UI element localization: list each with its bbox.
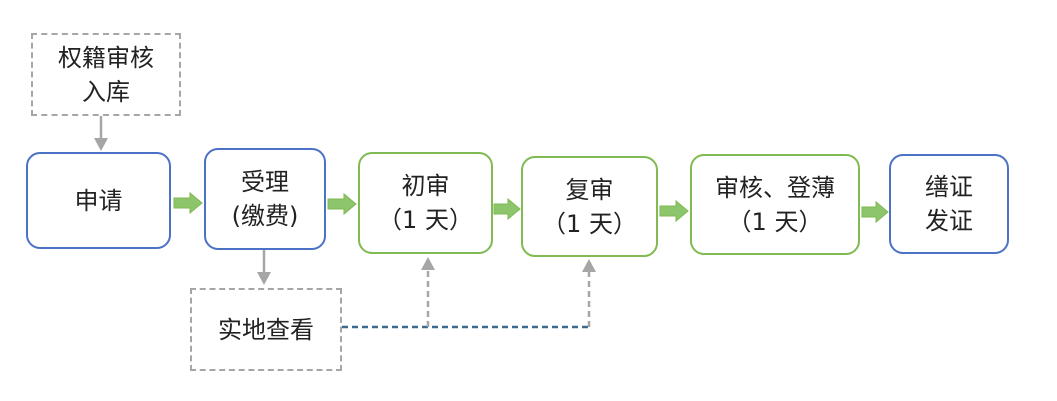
node-shenqing: 申请 — [26, 152, 171, 249]
arrow-shenhe-to-shanzheng — [861, 200, 889, 224]
arrow-shouli-to-shidi — [257, 250, 271, 285]
node-label-line-1: 缮证 — [925, 173, 973, 201]
node-shouli: 受理 (缴费) — [204, 148, 326, 250]
node-label-line-2: （1 天） — [378, 206, 473, 234]
node-shenhe-dengbo: 审核、登薄 （1 天） — [690, 154, 860, 255]
node-shidi-chakan: 实地查看 — [190, 288, 342, 371]
arrow-shouli-to-chushen — [327, 192, 357, 216]
node-label-line-2: 发证 — [925, 207, 973, 235]
arrow-shidi-to-fushen — [582, 259, 596, 327]
arrow-quanji-to-shenqing — [94, 116, 108, 151]
arrow-fushen-to-shenhe — [659, 199, 689, 223]
node-label-line-1: 受理 — [241, 168, 289, 196]
node-fushen: 复审 （1 天） — [521, 156, 658, 257]
arrow-shenqing-to-shouli — [173, 191, 203, 215]
node-label-line-1: 审核、登薄 — [715, 173, 835, 202]
node-label-line-1: 申请 — [74, 186, 123, 215]
arrow-shidi-to-chushen — [421, 257, 435, 327]
node-label-line-2: （1 天） — [542, 209, 637, 238]
node-label-line-1: 实地查看 — [218, 315, 314, 344]
node-quanji-shenhe-ruku: 权籍审核 入库 — [31, 33, 181, 116]
node-label-line-1: 权籍审核 — [58, 43, 154, 72]
node-label-line-2: （1 天） — [727, 207, 823, 236]
node-label-line-2: (缴费) — [231, 202, 299, 230]
node-label-line-1: 复审 — [565, 175, 614, 204]
node-label-line-1: 初审 — [401, 172, 450, 200]
arrow-chushen-to-fushen — [493, 197, 521, 221]
node-label-line-2: 入库 — [82, 77, 130, 106]
node-chushen: 初审 （1 天） — [358, 152, 493, 254]
node-shanzheng-fazheng: 缮证 发证 — [889, 154, 1009, 254]
